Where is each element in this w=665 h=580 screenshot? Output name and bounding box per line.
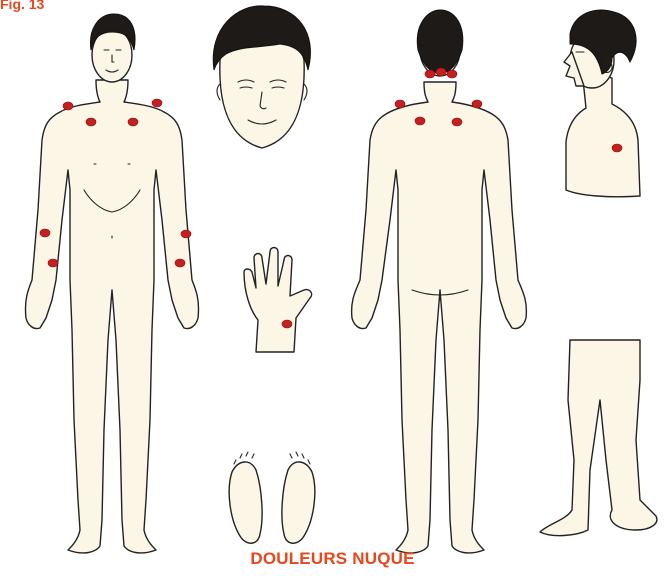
point-side-shoulder [612,144,622,152]
front-body-figure [25,14,198,553]
point-back-right-shoulder [472,100,482,108]
point-neck-center [436,68,446,76]
point-front-left-shoulder [63,102,73,110]
point-front-right-chest [128,118,138,126]
point-right-elbow [181,230,191,238]
face-figure [213,6,310,148]
point-front-left-chest [86,118,96,126]
point-neck-left [425,70,435,78]
point-back-left-scapula [415,117,425,125]
side-body-figure [540,10,657,536]
point-back-left-shoulder [395,100,405,108]
back-body-figure [352,10,527,553]
feet-figure [229,452,315,543]
point-left-elbow [40,229,50,237]
point-front-right-shoulder [152,99,162,107]
point-left-forearm [48,259,58,267]
diagram-caption: DOULEURS NUQUE [0,549,665,569]
point-back-right-scapula [452,118,462,126]
point-right-forearm [175,259,185,267]
hand-figure [244,248,312,353]
point-neck-right [447,70,457,78]
point-hand [282,320,292,328]
